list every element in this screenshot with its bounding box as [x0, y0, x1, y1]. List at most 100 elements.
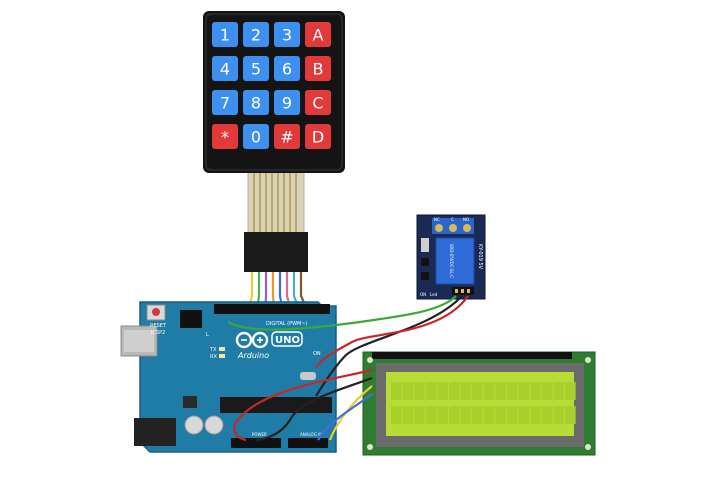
lcd-pin-header	[372, 352, 572, 359]
keypad-key-label: 3	[282, 26, 292, 45]
relay-cube-text: SRD-05VDC-SL-C	[449, 244, 454, 278]
keypad-key-label: *	[221, 128, 229, 147]
keypad-key-1: 2	[243, 22, 269, 47]
keypad-key-face	[243, 90, 269, 115]
keypad-key-face	[243, 124, 269, 149]
keypad-key-3: A	[305, 22, 331, 47]
power-label: POWER	[252, 432, 267, 437]
keypad-key-label: 2	[251, 26, 261, 45]
keypad-key-face	[274, 124, 300, 149]
keypad-key-label: 1	[220, 26, 230, 45]
keypad-key-0: 1	[212, 22, 238, 47]
lcd-character-grid	[391, 382, 576, 424]
keypad-key-11: C	[305, 90, 331, 115]
lcd-char-cell	[449, 382, 460, 400]
keypad-key-face	[212, 22, 238, 47]
keypad-key-face	[274, 90, 300, 115]
keypad-key-face	[212, 56, 238, 81]
relay-led-label: Led	[430, 292, 438, 297]
lcd-char-cell	[472, 382, 483, 400]
lcd-char-cell	[518, 382, 530, 400]
keypad-key-label: 8	[251, 94, 261, 113]
tx-label: TX	[209, 347, 217, 353]
relay-terminal-c: C	[451, 217, 454, 222]
lcd-char-cell	[541, 382, 553, 400]
lcd-char-cell	[437, 406, 448, 424]
keypad-key-face	[212, 124, 238, 149]
keypad-key-9: 8	[243, 90, 269, 115]
keypad-ribbon-cable	[247, 171, 305, 235]
lcd-char-cell	[472, 406, 483, 424]
keypad-key-face	[212, 90, 238, 115]
keypad-key-12: *	[212, 124, 238, 149]
keypad-key-label: B	[313, 60, 324, 79]
lcd-screen	[386, 372, 574, 436]
keypad-key-14: #	[274, 124, 300, 149]
lcd-char-cell	[530, 406, 541, 424]
lcd-char-cell	[495, 406, 506, 424]
lcd-char-cell	[414, 406, 425, 424]
keypad-key-2: 3	[274, 22, 300, 47]
lcd-char-cell	[507, 382, 518, 400]
keypad-key-8: 7	[212, 90, 238, 115]
on-label: ON	[313, 351, 321, 357]
l-label: L	[206, 332, 209, 338]
keypad-key-label: 7	[220, 94, 230, 113]
keypad-key-face	[274, 56, 300, 81]
keypad-key-face	[305, 56, 331, 81]
signal-wires	[227, 295, 469, 442]
keypad-key-6: 6	[274, 56, 300, 81]
power-jack	[134, 418, 176, 446]
keypad-key-label: 6	[282, 60, 292, 79]
relay-on-label: ON	[420, 292, 426, 297]
keypad-key-label: D	[312, 128, 324, 147]
lcd-char-cell	[553, 382, 564, 400]
arduino-logo	[235, 331, 269, 349]
relay-terminal-nc: NC	[434, 217, 440, 222]
keypad-key-7: B	[305, 56, 331, 81]
reset-label: RESET	[150, 323, 167, 329]
keypad-key-15: D	[305, 124, 331, 149]
lcd-1602-module	[362, 351, 596, 456]
lcd-char-cell	[553, 406, 564, 424]
lcd-char-cell	[460, 382, 472, 400]
keypad-key-label: A	[313, 26, 324, 45]
capacitor-1	[184, 415, 204, 435]
keypad-key-label: 9	[282, 94, 292, 113]
keypad-key-face	[243, 56, 269, 81]
capacitor-2	[204, 415, 224, 435]
keypad-key-face	[274, 22, 300, 47]
keypad-key-13: 0	[243, 124, 269, 149]
icsp-label: ICSP2	[151, 330, 165, 336]
keypad-key-label: 0	[251, 128, 261, 147]
lcd-char-cell	[483, 406, 495, 424]
lcd-char-cell	[425, 382, 437, 400]
lcd-char-cell	[530, 382, 541, 400]
lcd-char-cell	[425, 406, 437, 424]
keypad-key-label: 4	[220, 60, 230, 79]
relay-cube	[435, 237, 475, 285]
lcd-char-cell	[391, 382, 402, 400]
digital-label: DIGITAL (PWM~)	[266, 321, 308, 327]
lcd-char-cell	[391, 406, 402, 424]
lcd-char-cell	[565, 406, 576, 424]
relay-module: NC C NO SRD-05VDC-SL-C KY-019 5V ON Led	[416, 214, 486, 300]
relay-model-label: KY-019 5V	[477, 244, 483, 270]
keypad-key-face	[305, 124, 331, 149]
keypad-key-4: 4	[212, 56, 238, 81]
keypad-connector	[244, 232, 308, 272]
lcd-char-cell	[414, 382, 425, 400]
analog-header	[288, 438, 328, 448]
crystal	[300, 372, 316, 380]
keypad-key-face	[243, 22, 269, 47]
lcd-char-cell	[565, 382, 576, 400]
lcd-char-cell	[437, 382, 448, 400]
keypad-key-5: 5	[243, 56, 269, 81]
keypad-key-label: #	[280, 128, 293, 147]
icsp2-header	[180, 310, 202, 328]
lcd-char-cell	[507, 406, 518, 424]
lcd-char-cell	[541, 406, 553, 424]
lcd-char-cell	[402, 382, 414, 400]
